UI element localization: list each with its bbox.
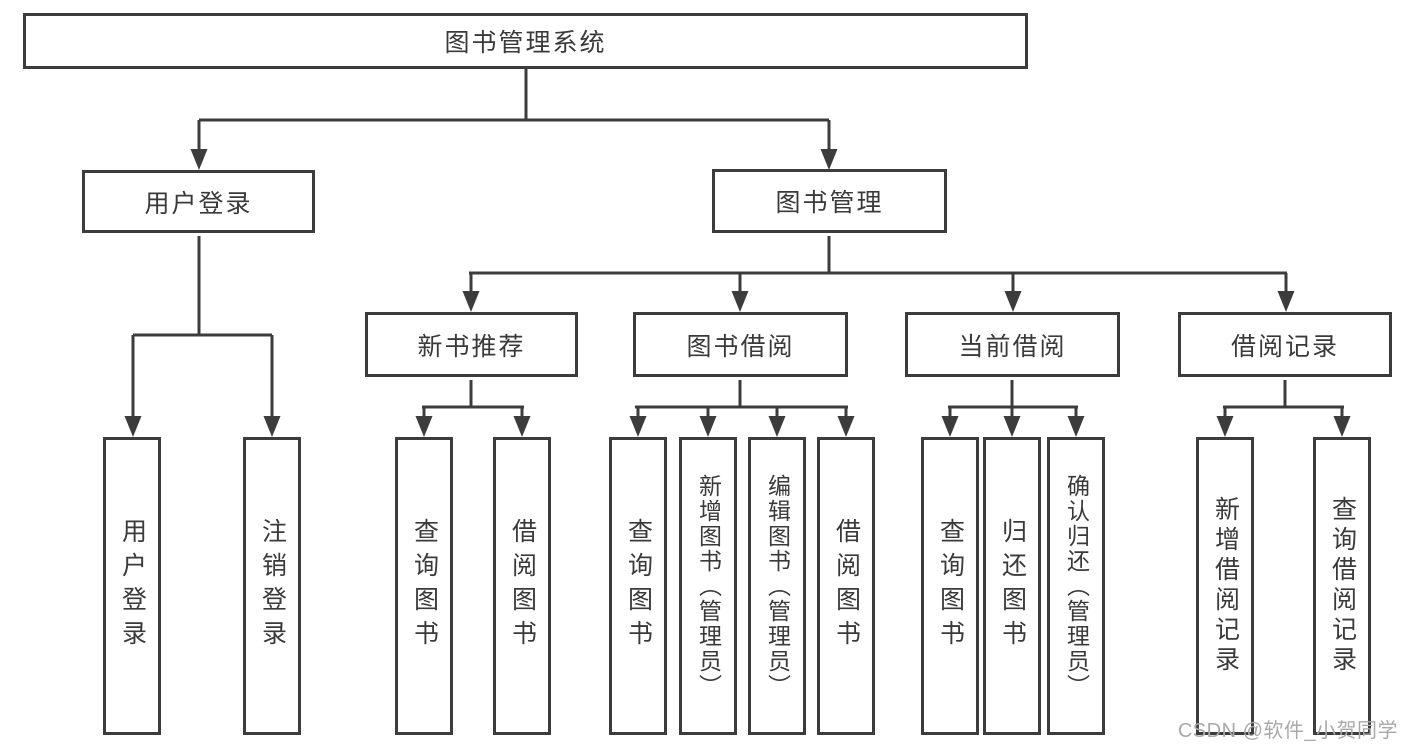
node-root-system: 图书管理系统 [23,13,1028,69]
node-user-login: 用户登录 [82,170,315,233]
leaf-cb-return-books-label: 归还图书 [998,518,1027,654]
leaf-br-add-record: 新增借阅记录 [1196,437,1254,735]
leaf-br-query-record: 查询借阅记录 [1313,437,1371,735]
leaf-bb-edit-books: 编辑图书（管理员） [748,437,806,735]
leaf-nbr-query-books: 查询图书 [395,437,453,735]
leaf-user-login-label: 用户登录 [118,518,147,654]
node-root-label: 图书管理系统 [444,29,607,57]
leaf-cb-confirm-return: 确认归还（管理员） [1047,437,1105,735]
leaf-bb-borrow-books: 借阅图书 [817,437,875,735]
csdn-watermark: CSDN @软件_小贺同学 [1177,720,1398,742]
leaf-nbr-borrow-books-label: 借阅图书 [508,518,537,654]
leaf-bb-add-books: 新增图书（管理员） [679,437,737,735]
node-new-book-recommend: 新书推荐 [365,312,578,377]
leaf-nbr-borrow-books: 借阅图书 [493,437,551,735]
leaf-cb-query-books: 查询图书 [921,437,979,735]
node-book-management-label: 图书管理 [775,189,884,217]
node-current-borrow-label: 当前借阅 [958,332,1067,361]
leaf-user-login: 用户登录 [103,437,161,735]
leaf-nbr-query-books-label: 查询图书 [410,518,439,654]
node-current-borrow: 当前借阅 [905,312,1120,377]
node-borrow-record: 借阅记录 [1178,312,1392,377]
leaf-bb-query-books-label: 查询图书 [624,518,653,654]
leaf-logout: 注销登录 [243,437,301,735]
arrowheads [124,149,1351,437]
node-new-book-recommend-label: 新书推荐 [417,332,526,361]
leaf-br-query-record-label: 查询借阅记录 [1328,496,1357,676]
leaf-bb-query-books: 查询图书 [609,437,667,735]
node-book-management: 图书管理 [712,169,947,233]
node-borrow-record-label: 借阅记录 [1230,332,1339,361]
node-book-borrow: 图书借阅 [633,312,848,377]
leaf-bb-add-books-label: 新增图书（管理员） [695,473,722,699]
leaf-br-add-record-label: 新增借阅记录 [1211,496,1240,676]
leaf-cb-confirm-return-label: 确认归还（管理员） [1063,473,1090,699]
leaf-bb-edit-books-label: 编辑图书（管理员） [764,473,791,699]
node-book-borrow-label: 图书借阅 [686,332,795,361]
leaf-logout-label: 注销登录 [258,518,287,654]
leaf-bb-borrow-books-label: 借阅图书 [832,518,861,654]
leaf-cb-return-books: 归还图书 [983,437,1041,735]
node-user-login-label: 用户登录 [144,189,253,218]
leaf-cb-query-books-label: 查询图书 [936,518,965,654]
